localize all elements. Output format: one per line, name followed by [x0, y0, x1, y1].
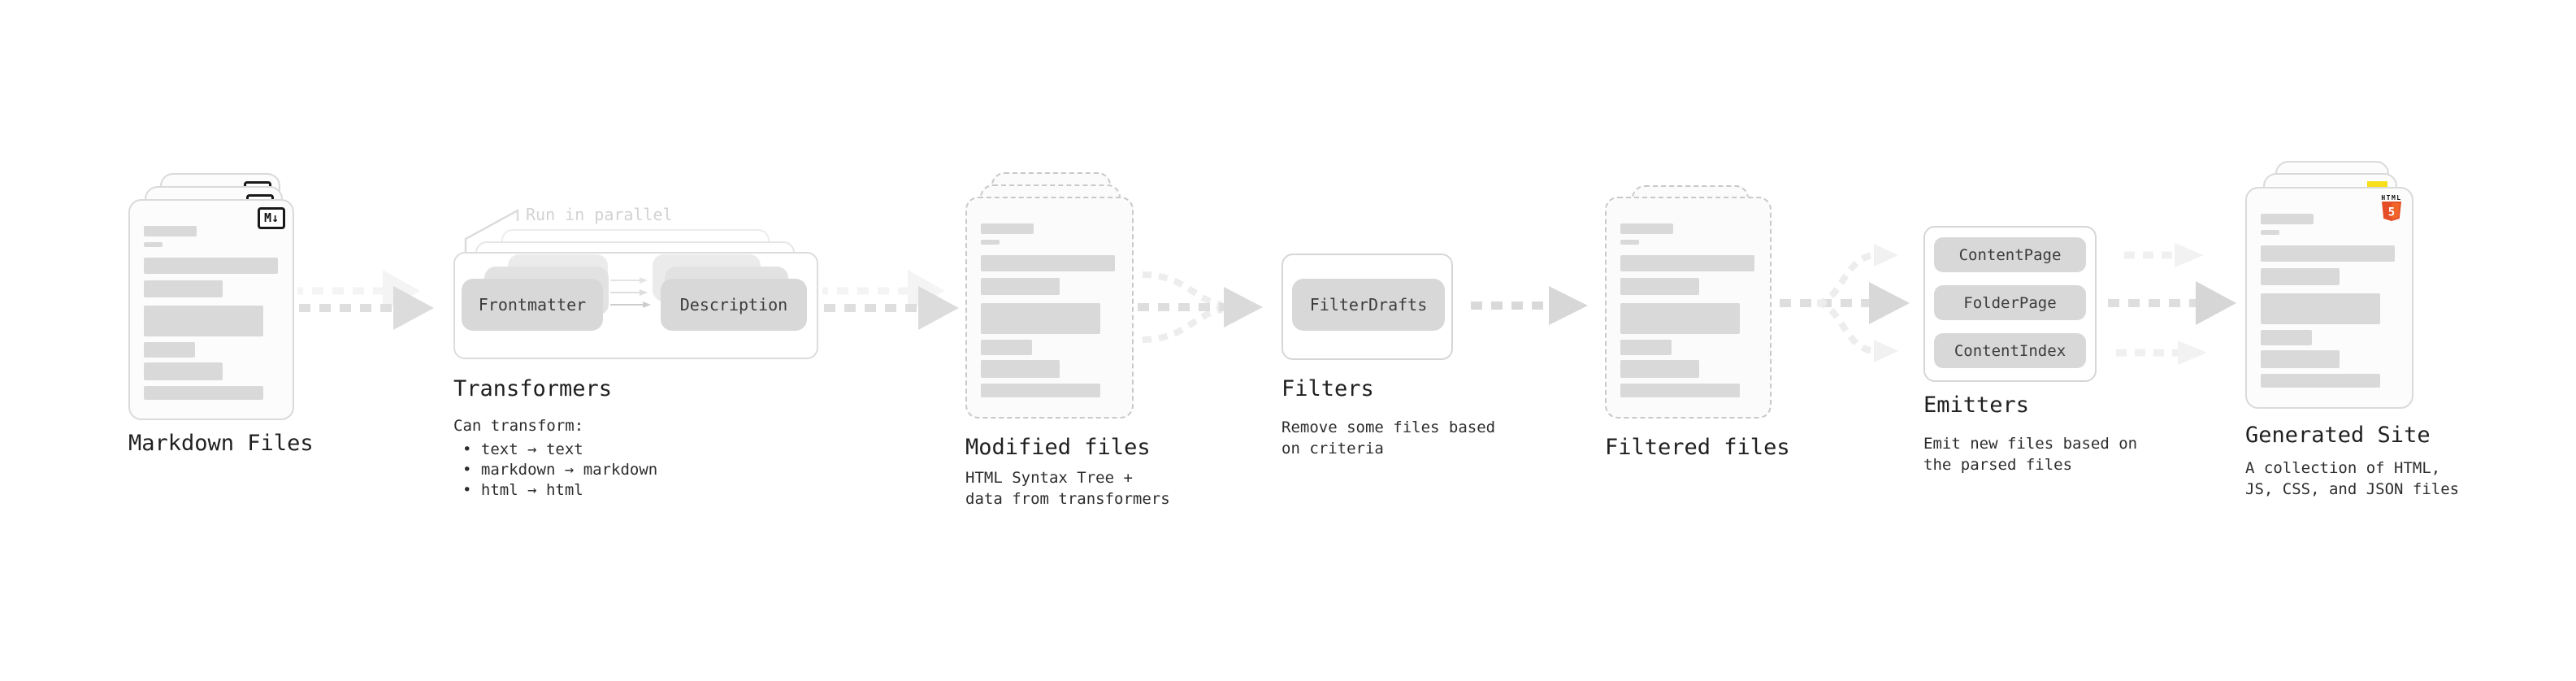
list-item: • markdown → markdown: [462, 461, 658, 479]
stage-transformers: Run in parallel Frontmatter Description …: [443, 205, 825, 505]
stage-title-emitters: Emitters: [1923, 393, 2030, 418]
html5-icon: HTML 5: [2379, 194, 2404, 221]
stage-modified-files: Modified files HTML Syntax Tree + data f…: [965, 172, 1177, 514]
markdown-icon: M↓: [257, 207, 285, 229]
run-in-parallel-label: Run in parallel: [526, 205, 673, 224]
callout-leader-line: [464, 208, 519, 254]
filters-description: Remove some files based on criteria: [1281, 417, 1495, 459]
text-line-placeholder: [981, 240, 1000, 245]
markdown-file-card-front: M↓: [128, 199, 294, 420]
emitter-content-page-pill: ContentPage: [1934, 237, 2086, 272]
text-line-placeholder: [1620, 223, 1673, 234]
stage-emitters: ContentPage FolderPage ContentIndex Emit…: [1923, 226, 2143, 486]
text-line-placeholder: [144, 258, 278, 274]
text-line-placeholder: [981, 223, 1034, 234]
modified-files-description: HTML Syntax Tree + data from transformer…: [965, 467, 1170, 510]
filtered-file-card-front: [1605, 197, 1772, 419]
text-line-placeholder: [981, 340, 1032, 355]
arrow-emitters-to-generated: [2108, 243, 2236, 365]
emitters-description: Emit new files based on the parsed files: [1923, 433, 2137, 475]
transformers-subtitle: Can transform:: [453, 417, 584, 435]
description-line: HTML Syntax Tree +: [965, 469, 1133, 487]
text-line-placeholder: [144, 280, 223, 297]
text-line-placeholder: [981, 303, 1100, 334]
description-line: JS, CSS, and JSON files: [2245, 480, 2460, 498]
modified-file-card-front: [965, 197, 1134, 419]
text-line-placeholder: [144, 242, 163, 247]
document-text-skeleton: [981, 223, 1118, 397]
arrow-transformers-to-modified: [822, 270, 959, 330]
text-line-placeholder: [144, 306, 263, 336]
text-line-placeholder: [2261, 214, 2314, 224]
arrow-modified-to-filters-converge: [1138, 271, 1263, 343]
generated-site-description: A collection of HTML, JS, CSS, and JSON …: [2245, 458, 2459, 500]
stage-title-markdown-files: Markdown Files: [128, 431, 314, 456]
document-text-skeleton: [144, 226, 279, 400]
arrow-filtered-to-emitters-diverge: [1780, 244, 1910, 362]
stage-markdown-files: M↓ M↓ M↓ Markdown Files: [128, 173, 332, 498]
stage-filters: FilterDrafts Filters Remove some files b…: [1281, 254, 1525, 465]
description-line: on criteria: [1281, 440, 1384, 458]
arrow-filters-to-filtered: [1471, 286, 1588, 325]
stage-title-transformers: Transformers: [453, 376, 613, 401]
emitter-folder-page-pill: FolderPage: [1934, 285, 2086, 320]
stage-generated-site: CSS HTML 5 Generated Site A collection o…: [2245, 161, 2473, 510]
list-item: • html → html: [462, 481, 583, 499]
filter-drafts-pill: FilterDrafts: [1292, 279, 1445, 331]
stage-title-generated-site: Generated Site: [2245, 423, 2431, 448]
transformer-frontmatter-pill: Frontmatter: [462, 279, 603, 331]
stage-title-filtered-files: Filtered files: [1605, 435, 1790, 460]
parallel-flow-arrows: [610, 277, 651, 308]
description-line: the parsed files: [1923, 456, 2073, 474]
stage-title-modified-files: Modified files: [965, 435, 1151, 460]
text-line-placeholder: [1620, 255, 1754, 271]
emitter-content-index-pill: ContentIndex: [1934, 333, 2086, 368]
generated-html-file-card: HTML 5: [2245, 187, 2413, 409]
text-line-placeholder: [2261, 374, 2380, 388]
stage-title-filters: Filters: [1281, 376, 1374, 401]
text-line-placeholder: [1620, 303, 1740, 334]
description-line: data from transformers: [965, 490, 1170, 508]
svg-text:5: 5: [2388, 206, 2395, 219]
description-line: Emit new files based on: [1923, 435, 2138, 453]
text-line-placeholder: [1620, 340, 1672, 355]
text-line-placeholder: [981, 278, 1060, 295]
text-line-placeholder: [2261, 268, 2340, 285]
text-line-placeholder: [981, 384, 1100, 397]
text-line-placeholder: [2261, 350, 2340, 368]
transformers-capability-list: • text → text • markdown → markdown • ht…: [462, 440, 657, 501]
text-line-placeholder: [144, 226, 197, 236]
list-item: • text → text: [462, 440, 583, 458]
text-line-placeholder: [2261, 230, 2279, 235]
text-line-placeholder: [981, 255, 1115, 271]
text-line-placeholder: [1620, 384, 1740, 397]
text-line-placeholder: [144, 362, 223, 380]
text-line-placeholder: [981, 360, 1060, 378]
text-line-placeholder: [1620, 240, 1639, 245]
text-line-placeholder: [2261, 330, 2312, 345]
text-line-placeholder: [1620, 360, 1699, 378]
text-line-placeholder: [1620, 278, 1699, 295]
text-line-placeholder: [144, 342, 195, 358]
document-text-skeleton: [1620, 223, 1756, 397]
text-line-placeholder: [2261, 293, 2380, 324]
stage-filtered-files: Filtered files: [1605, 185, 1808, 470]
text-line-placeholder: [144, 386, 263, 400]
description-line: Remove some files based: [1281, 419, 1496, 436]
html5-icon-label: HTML: [2381, 194, 2402, 202]
arrow-markdown-to-transformers: [297, 270, 434, 330]
text-line-placeholder: [2261, 245, 2395, 262]
transformer-description-pill: Description: [661, 279, 807, 331]
description-line: A collection of HTML,: [2245, 459, 2441, 477]
html5-shield: 5: [2382, 202, 2401, 221]
document-text-skeleton: [2261, 214, 2398, 388]
